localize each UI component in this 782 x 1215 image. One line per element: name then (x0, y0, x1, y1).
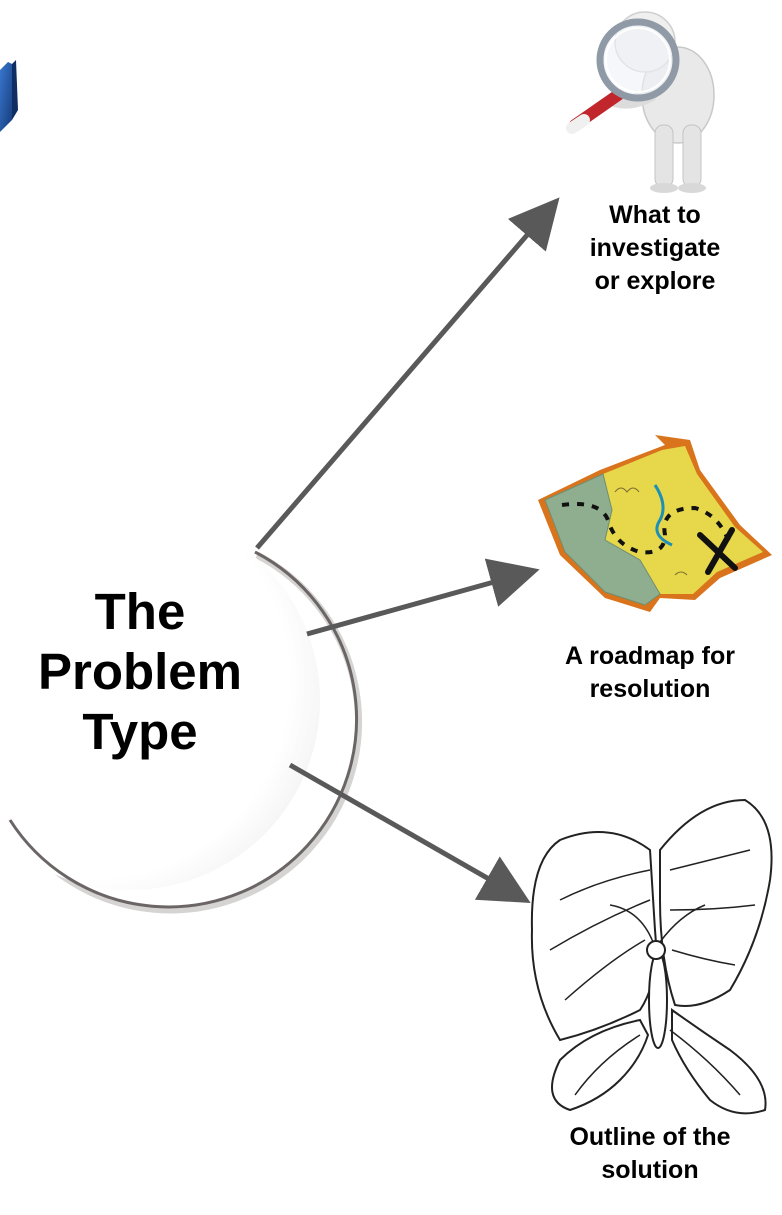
butterfly-outline-icon (530, 798, 773, 1115)
center-label: The Problem Type (10, 582, 270, 762)
caption-line: or explore (594, 267, 716, 295)
center-label-line: The (94, 583, 186, 640)
center-label-line: Problem (37, 643, 243, 700)
caption-investigate: What to investigate or explore (555, 199, 755, 298)
caption-line: Outline of the (569, 1123, 731, 1151)
caption-line: A roadmap for (565, 642, 735, 670)
caption-line: investigate (589, 234, 721, 262)
corner-accent (0, 60, 18, 132)
arrow-to-investigate (255, 197, 560, 550)
caption-line: What to (609, 201, 701, 229)
center-label-line: Type (82, 703, 198, 760)
magnifier-person-icon (566, 11, 715, 193)
caption-line: resolution (589, 675, 711, 703)
arrow-to-roadmap (306, 558, 540, 637)
treasure-map-icon (538, 435, 772, 612)
caption-outline: Outline of the solution (530, 1121, 770, 1187)
caption-line: solution (601, 1156, 699, 1184)
arrow-to-outline (288, 762, 531, 903)
caption-roadmap: A roadmap for resolution (530, 640, 770, 706)
